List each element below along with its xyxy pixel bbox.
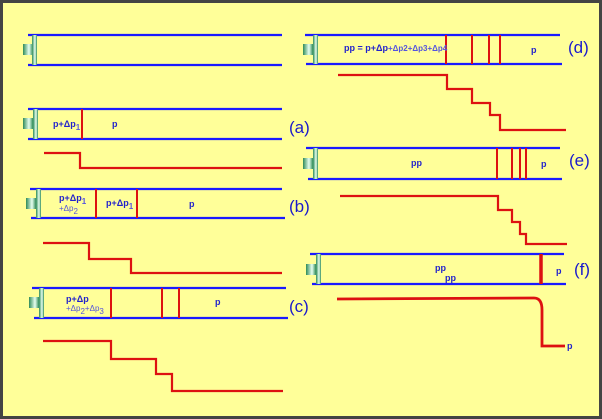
panel-b: p+Δp1 +Δp2 p+Δp1 p (b) xyxy=(26,187,310,275)
svg-text:+Δp2+Δp3: +Δp2+Δp3 xyxy=(66,304,104,316)
pressure-profile-e xyxy=(340,194,567,246)
tag-e: (e) xyxy=(569,151,590,170)
tube-initial xyxy=(23,33,282,67)
piston-icon xyxy=(313,148,318,179)
svg-text:+Δp2: +Δp2 xyxy=(59,204,78,216)
panel-a: p+Δp1 p (a) xyxy=(23,107,310,170)
svg-text:p: p xyxy=(531,45,537,55)
piston-icon xyxy=(316,254,321,284)
pressure-profile-b xyxy=(43,241,282,275)
svg-text:p: p xyxy=(556,266,562,276)
tag-f: (f) xyxy=(574,260,590,279)
tag-b: (b) xyxy=(289,197,310,216)
piston-icon xyxy=(32,35,37,65)
svg-text:p: p xyxy=(541,159,547,169)
piston-icon xyxy=(33,109,38,139)
tag-a: (a) xyxy=(289,118,310,137)
svg-text:pp: pp xyxy=(445,273,456,283)
panel-e: pp p (e) xyxy=(303,146,590,246)
pressure-profile-f xyxy=(336,296,565,348)
svg-text:p+Δp: p+Δp xyxy=(66,294,89,304)
svg-text:p+Δp1: p+Δp1 xyxy=(106,198,134,211)
pressure-profile-d xyxy=(338,73,566,132)
tag-d: (d) xyxy=(568,38,589,57)
piston-icon xyxy=(313,35,318,64)
pressure-profile-a xyxy=(44,151,282,170)
panel-c: p+Δp +Δp2+Δp3 p (c) xyxy=(29,286,309,393)
label-p: p xyxy=(112,119,118,129)
svg-text:pp = p+Δp+Δp2+Δp3+Δp4: pp = p+Δp+Δp2+Δp3+Δp4 xyxy=(344,43,448,53)
label-high: p+Δp1 xyxy=(53,119,81,132)
piston-rod-icon xyxy=(23,44,33,55)
svg-text:pp: pp xyxy=(435,263,446,273)
piston-icon xyxy=(39,288,44,318)
svg-text:pp: pp xyxy=(411,158,422,168)
svg-text:p: p xyxy=(189,199,195,209)
piston-icon xyxy=(36,189,41,218)
svg-text:p+Δp1: p+Δp1 xyxy=(59,193,87,206)
tag-c: (c) xyxy=(289,297,309,316)
pressure-profile-c xyxy=(43,339,283,393)
svg-text:p: p xyxy=(567,341,573,351)
panel-f: pp pp p (f) p xyxy=(306,252,590,351)
panel-d: pp = p+Δp+Δp2+Δp3+Δp4 p (d) xyxy=(303,33,589,132)
svg-text:p: p xyxy=(215,297,221,307)
